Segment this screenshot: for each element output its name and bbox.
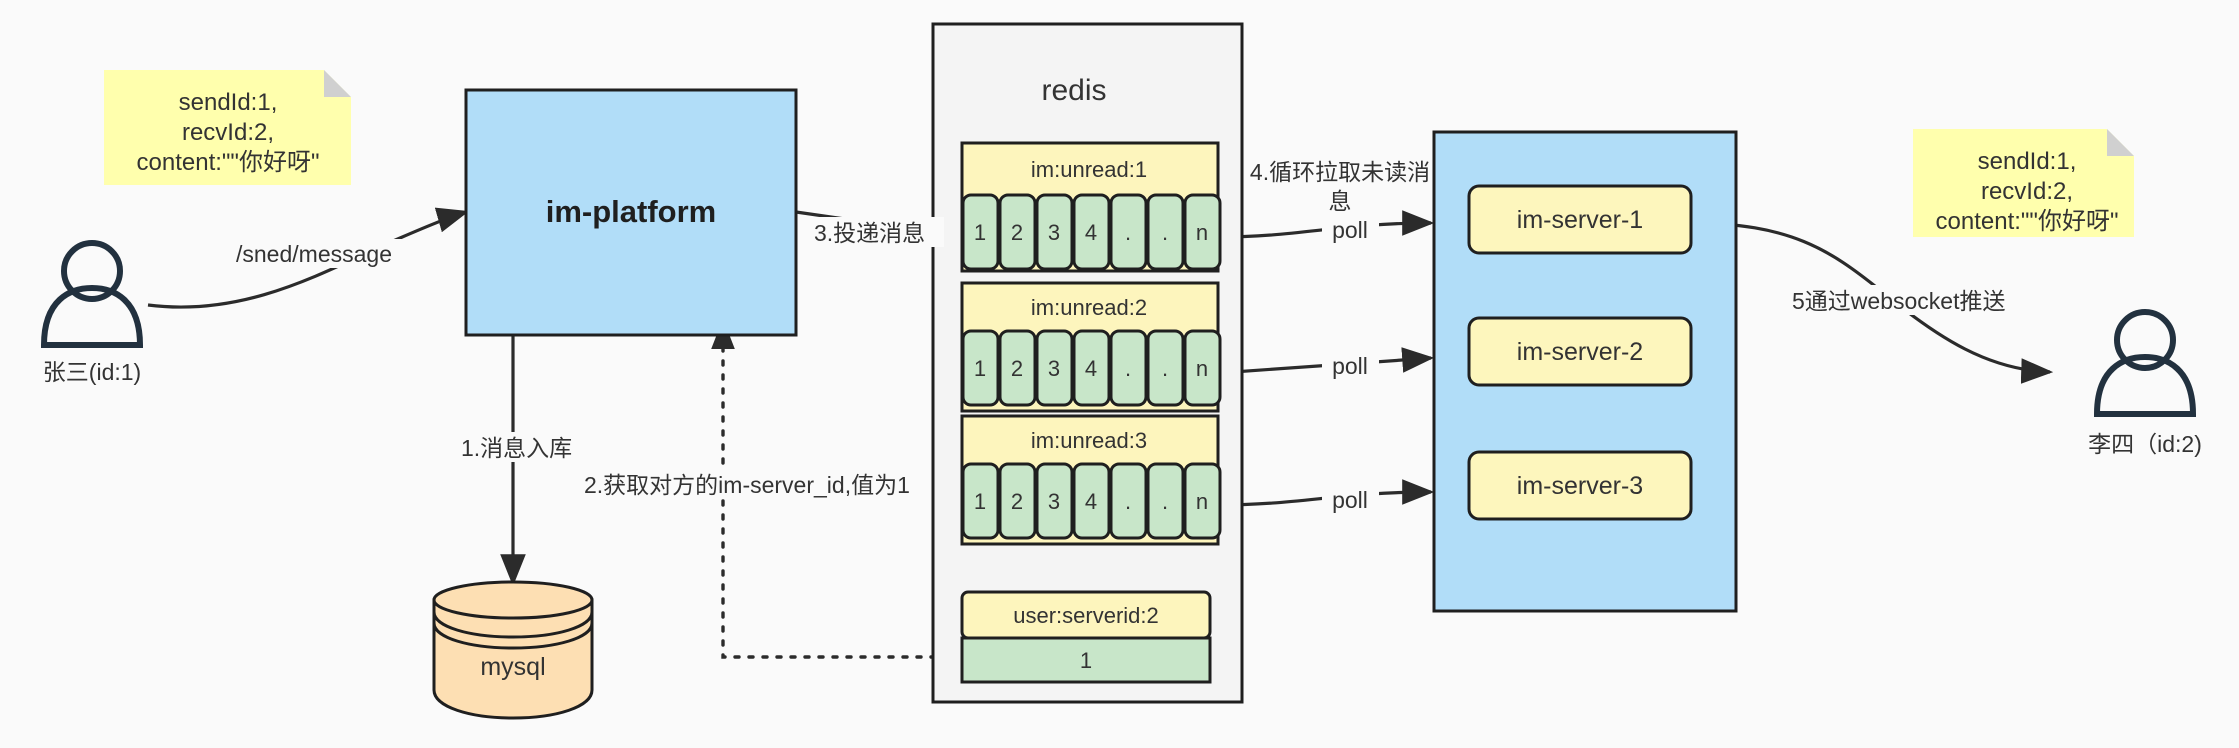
edge-label-poll-unread-line1: 4.循环拉取未读消	[1250, 159, 1430, 185]
redis-key-0[interactable]	[960, 141, 1222, 273]
note-left-line-0: sendId:1,	[179, 89, 278, 116]
edge-poll-1	[1218, 210, 1435, 239]
node-label-im-server-1: im-server-2	[1517, 338, 1643, 366]
redis-hash-name: user:serverid:2	[1013, 603, 1159, 628]
redis-cell-2-4: .	[1125, 489, 1131, 514]
node-label-im-platform: im-platform	[546, 194, 717, 229]
redis-cell-1-3: 4	[1085, 356, 1097, 381]
redis-cell-0-1: 2	[1011, 220, 1023, 245]
redis-key-1[interactable]	[960, 281, 1222, 413]
node-im-server-0[interactable]	[1467, 184, 1693, 255]
edge-label-get-serverid: 2.获取对方的im-server_id,值为1	[584, 472, 910, 498]
redis-cell-0-2: 3	[1048, 220, 1060, 245]
redis-hash-value: 1	[1080, 648, 1092, 673]
node-label-redis: redis	[1041, 74, 1106, 107]
redis-cell-2-2: 3	[1048, 489, 1060, 514]
edge-label-poll-unread-line2: 息	[1329, 188, 1352, 214]
redis-hash[interactable]	[960, 590, 1212, 684]
redis-cell-1-1: 2	[1011, 356, 1023, 381]
redis-key-2[interactable]	[960, 414, 1222, 546]
actor-label-sender: 张三(id:1)	[43, 359, 141, 385]
redis-cell-0-5: .	[1162, 220, 1168, 245]
edge-poll-3	[1218, 479, 1435, 507]
redis-cell-1-4: .	[1125, 356, 1131, 381]
redis-cell-1-2: 3	[1048, 356, 1060, 381]
edge-label-poll-2: poll	[1332, 353, 1368, 379]
node-label-mysql: mysql	[480, 653, 545, 681]
edge-label-deliver-message: 3.投递消息	[814, 220, 925, 246]
avatar-sender	[40, 240, 144, 348]
edge-label-websocket-push: 5通过websocket推送	[1792, 288, 2005, 314]
redis-cell-2-0: 1	[974, 489, 986, 514]
edge-label-poll-1: poll	[1332, 217, 1368, 243]
redis-cells-2	[961, 462, 1222, 540]
redis-cell-2-6: n	[1196, 489, 1208, 514]
redis-cell-0-3: 4	[1085, 220, 1097, 245]
node-mysql[interactable]	[432, 580, 594, 720]
edge-label-store-message: 1.消息入库	[461, 435, 572, 461]
note-left	[104, 70, 351, 185]
note-left-line-2: content:""你好呀"	[137, 149, 320, 176]
note-right-line-0: sendId:1,	[1978, 148, 2077, 175]
redis-cell-1-0: 1	[974, 356, 986, 381]
note-left-line-1: recvId:2,	[182, 119, 274, 146]
edge-label-send-message: /sned/message	[236, 241, 392, 267]
edge-get-serverid	[711, 318, 965, 659]
actor-label-receiver: 李四（id:2)	[2088, 431, 2202, 457]
node-label-im-server-0: im-server-1	[1517, 206, 1643, 234]
redis-key-name-1: im:unread:2	[1031, 295, 1147, 320]
redis-cell-0-4: .	[1125, 220, 1131, 245]
redis-cell-0-0: 1	[974, 220, 986, 245]
redis-cell-2-5: .	[1162, 489, 1168, 514]
avatar-receiver	[2093, 309, 2197, 417]
redis-cell-1-5: .	[1162, 356, 1168, 381]
node-im-server-1[interactable]	[1467, 316, 1693, 387]
note-right	[1913, 129, 2134, 237]
node-im-platform[interactable]	[464, 88, 798, 337]
note-right-line-1: recvId:2,	[1981, 178, 2073, 205]
node-label-im-server-2: im-server-3	[1517, 472, 1643, 500]
redis-cells-1	[961, 329, 1222, 407]
redis-key-name-0: im:unread:1	[1031, 157, 1147, 182]
redis-cell-2-3: 4	[1085, 489, 1097, 514]
redis-cell-0-6: n	[1196, 220, 1208, 245]
node-im-server-2[interactable]	[1467, 450, 1693, 521]
redis-cell-1-6: n	[1196, 356, 1208, 381]
note-right-line-2: content:""你好呀"	[1936, 208, 2119, 235]
redis-key-name-2: im:unread:3	[1031, 428, 1147, 453]
redis-cells-0	[961, 193, 1222, 271]
edge-label-poll-3: poll	[1332, 487, 1368, 513]
redis-cell-2-1: 2	[1011, 489, 1023, 514]
